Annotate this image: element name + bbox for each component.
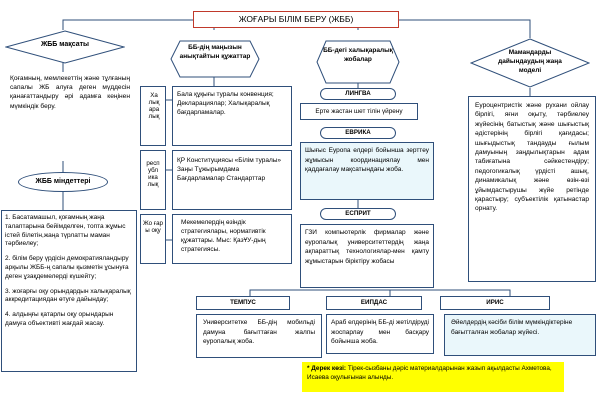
projects-label: ББ-дегі халықаралық жобалар xyxy=(323,47,393,63)
documents-hexagon xyxy=(170,40,260,78)
project-label-eipdas: ЕИПДАС xyxy=(326,296,422,310)
task-item: 4. алдыңғы қатарлы оқу орындарын дамуға … xyxy=(5,311,114,327)
goal-label: ЖББ мақсаты xyxy=(40,41,90,48)
vertical-label-international: Ха лық ара лық xyxy=(148,92,160,120)
model-box: Еуроцентристік және рухани ойлау бірлігі… xyxy=(468,96,596,282)
vertical-box-republic xyxy=(140,150,166,210)
tasks-box: 1. Басатамашыл, қоғамның жаңа талаптарын… xyxy=(1,210,137,372)
source-note: * Дерек көзі: Тірек-сызбаны дәріс матери… xyxy=(302,362,564,392)
tasks-label: ЖББ міндеттері xyxy=(35,178,91,185)
page-title-box: ЖОҒАРЫ БІЛІМ БЕРУ (ЖББ) xyxy=(193,11,399,28)
project-label-lingva: ЛИНГВА xyxy=(320,88,396,100)
project-text-esprit: ГЗИ компьютерлік фирмалар және еуропалық… xyxy=(305,229,429,265)
model-text: Еуроцентристік және рухани ойлау бірлігі… xyxy=(475,102,589,213)
project-text-eipdas: Араб елдерінің ББ-ді жетілдіруді жоспарл… xyxy=(331,319,429,345)
task-item: 3. жоғарғы оқу орындардын халықаралық ак… xyxy=(5,287,131,304)
vertical-box-international xyxy=(140,86,166,146)
goal-text: Қоғамның, мемлекеттің және тұлғаның сапа… xyxy=(10,75,130,110)
project-label-evrika: ЕВРИКА xyxy=(320,127,396,139)
project-text-tempus: Университетке ББ-дің мобильді дамуна бағ… xyxy=(203,319,315,345)
doc-text-international: Бала құқығы туралы конвенция; Декларация… xyxy=(177,91,274,116)
doc-box-republic: ҚР Конституциясы «Білім туралы» Заңы Тұж… xyxy=(172,150,292,210)
project-text-lingva: Ерте жастан шет тілін үйрену xyxy=(315,108,403,115)
project-label-iris: ИРИС xyxy=(440,296,550,310)
project-box-tempus: Университетке ББ-дің мобильді дамуна бағ… xyxy=(196,314,322,358)
vertical-label-university: Жо ғар ы оқу xyxy=(143,220,163,234)
project-box-lingva: Ерте жастан шет тілін үйрену xyxy=(300,103,418,120)
project-label-esprit: ЕСПРИТ xyxy=(320,208,396,220)
model-label: Мамандарды дайындаудың жаңа моделі xyxy=(498,49,562,74)
doc-text-republic: ҚР Конституциясы «Білім туралы» Заңы Тұж… xyxy=(177,157,282,182)
project-box-esprit: ГЗИ компьютерлік фирмалар және еуропалық… xyxy=(300,224,434,288)
model-diamond xyxy=(470,38,590,88)
project-box-eipdas: Араб елдерінің ББ-ді жетілдіруді жоспарл… xyxy=(326,314,434,354)
goal-diamond xyxy=(5,30,125,64)
task-item: 1. Басатамашыл, қоғамның жаңа талаптарын… xyxy=(5,214,126,248)
documents-label: ББ-дің маңызын анықтайтын құжаттар xyxy=(179,44,251,60)
doc-box-university: Мекемелердің өзіндік стратегиялары, норм… xyxy=(172,214,292,264)
project-text-evrika: Шығыс Еуропа елдері бойынша зерттеу жұмы… xyxy=(305,147,429,173)
project-box-evrika: Шығыс Еуропа елдері бойынша зерттеу жұмы… xyxy=(300,142,434,200)
task-item: 2. білім беру үрдісін демократияландыру … xyxy=(5,255,129,280)
project-label-tempus: ТЕМПУС xyxy=(196,296,290,310)
goal-text-box: Қоғамның, мемлекеттің және тұлғаның сапа… xyxy=(4,72,136,161)
page-title: ЖОҒАРЫ БІЛІМ БЕРУ (ЖББ) xyxy=(238,14,354,24)
project-box-iris: Әйелдердің кәсіби білім мүмкіндіктеріне … xyxy=(444,314,596,356)
source-note-prefix: * Дерек көзі: xyxy=(307,365,347,372)
doc-text-university: Мекемелердің өзіндік стратегиялары, норм… xyxy=(181,219,266,253)
tasks-label-oval: ЖББ міндеттері xyxy=(18,172,108,192)
projects-hexagon xyxy=(316,40,400,84)
source-note-text: Тірек-сызбаны дәріс материалдарынан жазы… xyxy=(307,365,552,381)
project-text-iris: Әйелдердің кәсіби білім мүмкіндіктеріне … xyxy=(451,319,573,336)
vertical-box-university xyxy=(140,214,166,264)
doc-box-international: Бала құқығы туралы конвенция; Декларация… xyxy=(172,86,292,146)
vertical-label-republic: респ убл ика лық xyxy=(146,160,160,188)
